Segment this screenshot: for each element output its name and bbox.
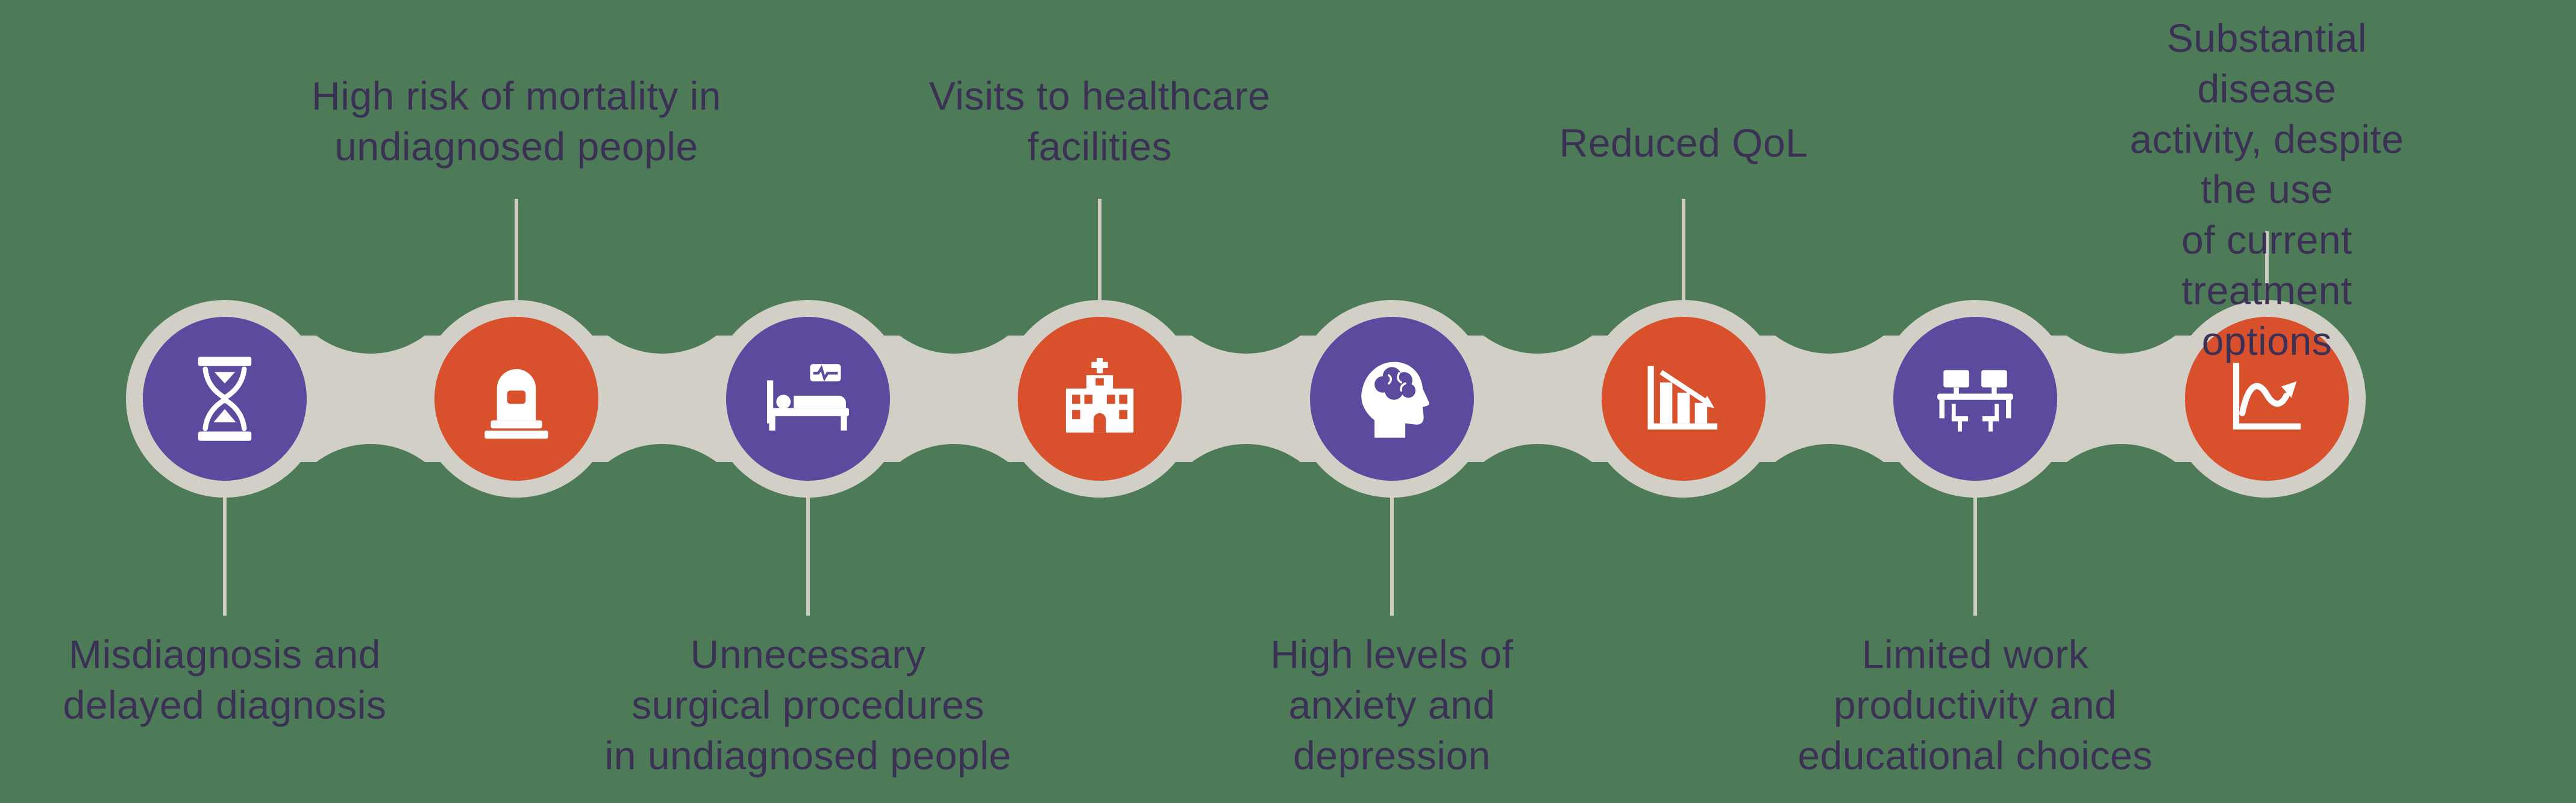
node-label-reduced-qol: Reduced QoL: [1559, 120, 1808, 165]
label-connector-line: [1390, 498, 1394, 616]
hourglass-icon: [198, 357, 252, 441]
node-label-work-productivity: Limited work productivity and educationa…: [1797, 632, 2153, 778]
head-brain-icon: [1361, 361, 1429, 438]
label-connector-line: [223, 498, 227, 616]
hospital-building-icon: [1065, 358, 1134, 433]
workstations-icon: [1937, 370, 2013, 432]
label-connector-lines: [223, 199, 2269, 616]
node-label-disease-activity: Substantial disease activity, despite th…: [2129, 16, 2404, 363]
label-connector-line: [1098, 199, 1102, 300]
patient-bed-icon: [767, 364, 849, 431]
label-connector-line: [806, 498, 810, 616]
label-connector-line: [1682, 199, 1685, 300]
label-connector-line: [515, 199, 518, 300]
declining-chart-icon: [1647, 366, 1718, 430]
node-label-healthcare-visits: Visits to healthcare facilities: [929, 73, 1271, 169]
node-label-surgical: Unnecessary surgical procedures in undia…: [604, 632, 1012, 778]
node-label-misdiagnosis: Misdiagnosis and delayed diagnosis: [63, 632, 387, 727]
node-label-anxiety: High levels of anxiety and depression: [1270, 632, 1514, 778]
chain-connector-carves: [280, 173, 2211, 625]
label-connector-line: [2265, 231, 2269, 300]
trend-curve-icon: [2233, 363, 2301, 430]
node-label-mortality: High risk of mortality in undiagnosed pe…: [311, 73, 722, 169]
tombstone-icon: [484, 369, 548, 439]
label-connector-line: [1973, 498, 1977, 616]
